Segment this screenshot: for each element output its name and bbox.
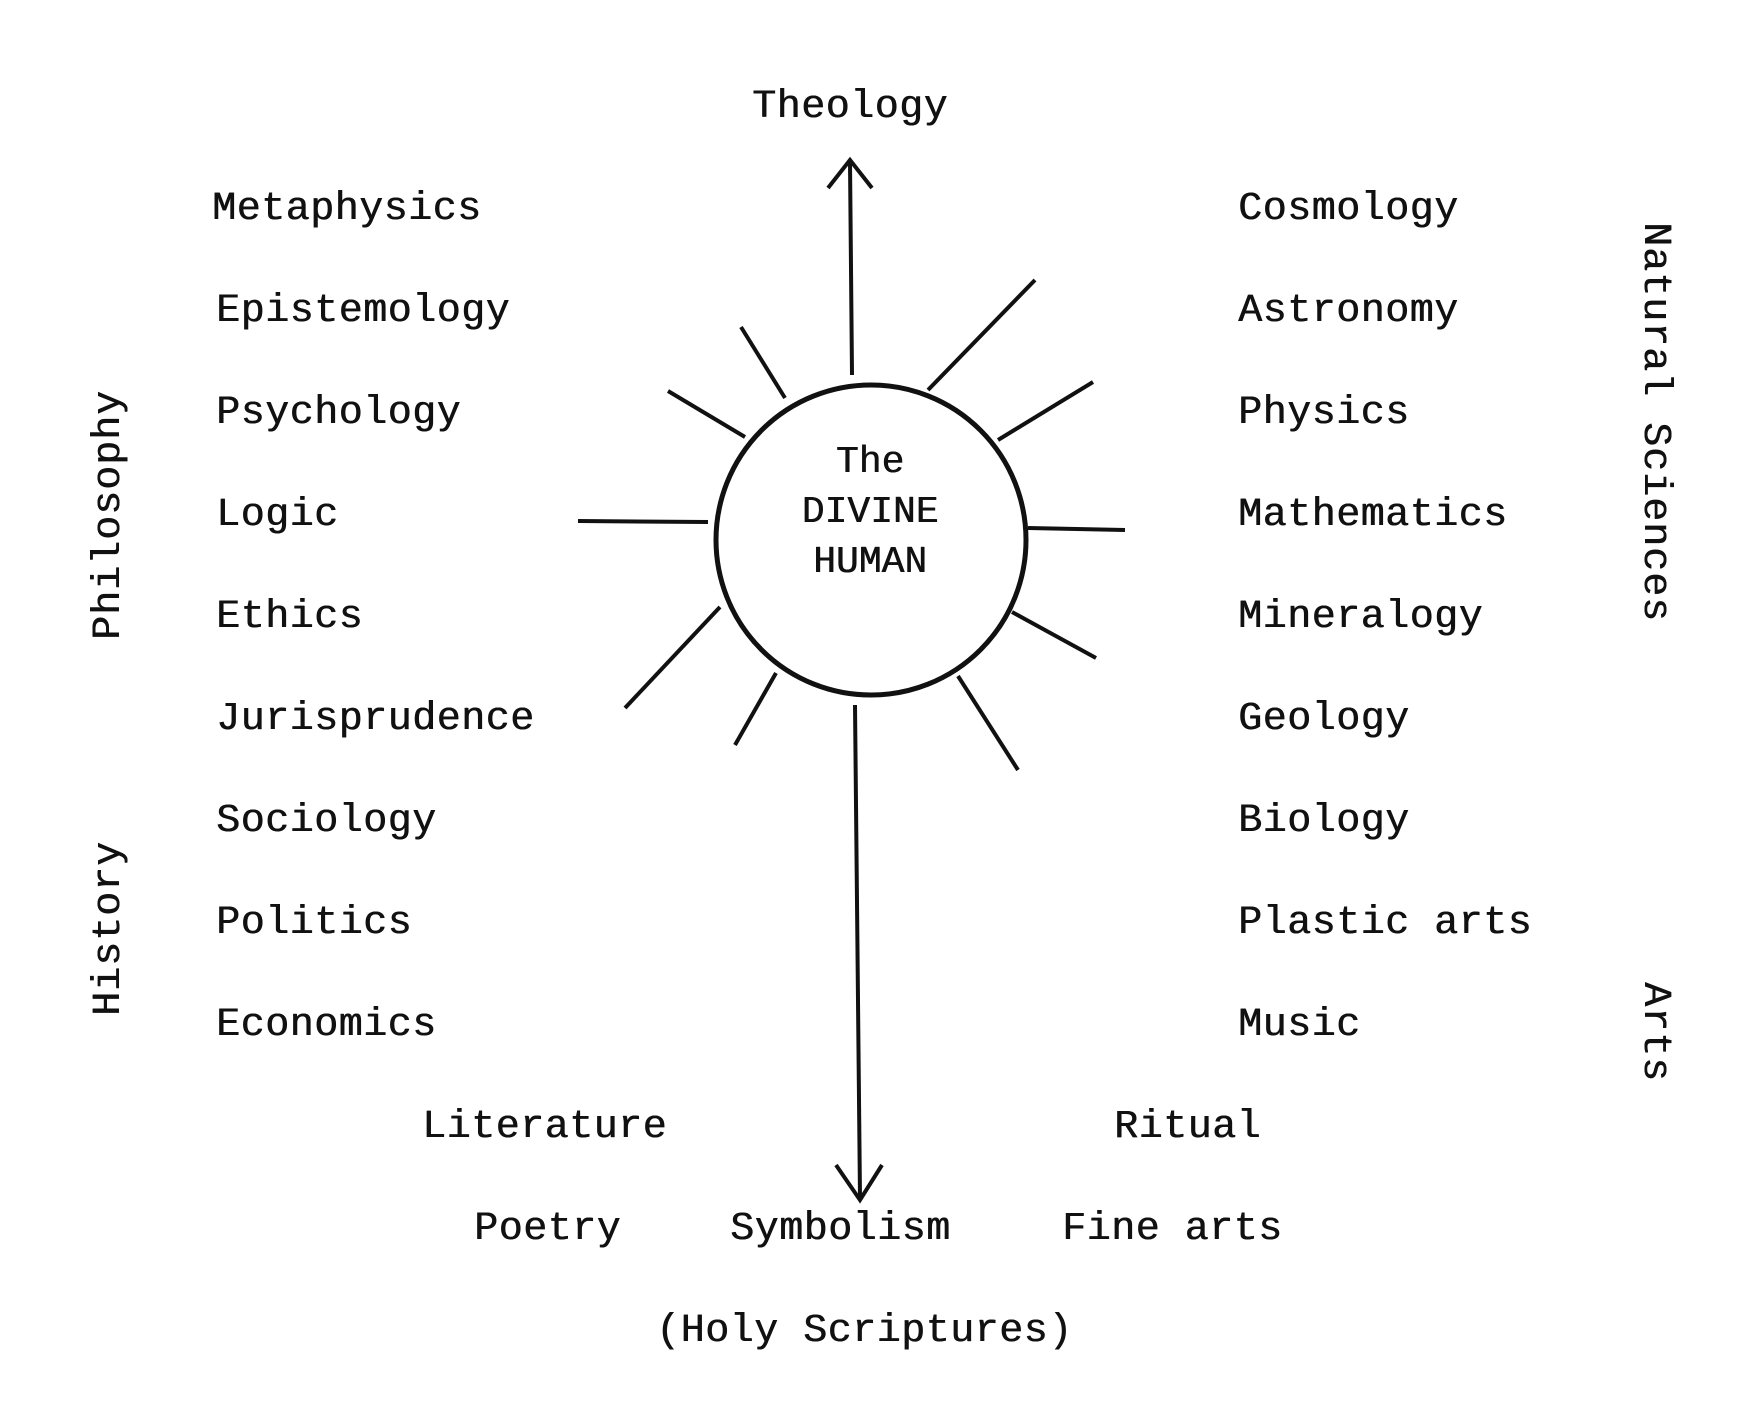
- label-symbolism: Symbolism: [730, 1207, 951, 1252]
- center-line-2: DIVINE: [801, 491, 939, 534]
- label-ethics: Ethics: [216, 595, 364, 640]
- label-ritual: Ritual: [1114, 1105, 1262, 1150]
- ray: [666, 389, 747, 439]
- ray: [1027, 526, 1126, 532]
- ray: [733, 672, 778, 746]
- ray: [739, 325, 787, 400]
- label-music: Music: [1238, 1003, 1361, 1048]
- ray: [926, 278, 1037, 392]
- down-arrow-shaft: [853, 704, 862, 1199]
- label-holy-scriptures: (Holy Scriptures): [656, 1309, 1073, 1354]
- center-line-3: HUMAN: [812, 541, 928, 584]
- up-arrow-head: [826, 156, 874, 190]
- label-plastic-arts: Plastic arts: [1238, 901, 1533, 946]
- label-history: History: [87, 840, 132, 1016]
- ray: [577, 519, 709, 524]
- label-sociology: Sociology: [216, 799, 437, 844]
- ray: [996, 380, 1095, 442]
- down-arrow-head: [834, 1163, 884, 1204]
- label-economics: Economics: [216, 1003, 437, 1048]
- label-metaphysics: Metaphysics: [212, 187, 482, 232]
- radiating-rays: [577, 278, 1126, 772]
- label-geology: Geology: [1238, 697, 1410, 742]
- label-physics: Physics: [1238, 391, 1410, 436]
- label-mathematics: Mathematics: [1238, 493, 1508, 538]
- ray: [956, 674, 1020, 772]
- ray: [623, 605, 722, 710]
- center-circle: [713, 382, 1029, 698]
- label-arts: Arts: [1632, 982, 1677, 1083]
- label-logic: Logic: [216, 493, 339, 538]
- label-natural-sciences: Natural Sciences: [1632, 222, 1677, 623]
- label-jurisprudence: Jurisprudence: [216, 697, 535, 742]
- ray: [1011, 610, 1097, 660]
- label-fine-arts: Fine arts: [1062, 1207, 1283, 1252]
- up-arrow-shaft: [848, 161, 854, 376]
- label-astronomy: Astronomy: [1238, 289, 1459, 334]
- label-theology: Theology: [752, 85, 949, 130]
- label-psychology: Psychology: [216, 391, 462, 436]
- label-philosophy: Philosophy: [87, 389, 132, 640]
- label-epistemology: Epistemology: [216, 289, 511, 334]
- label-cosmology: Cosmology: [1238, 187, 1459, 232]
- label-poetry: Poetry: [474, 1207, 622, 1252]
- label-biology: Biology: [1238, 799, 1410, 844]
- label-politics: Politics: [216, 901, 413, 946]
- label-mineralogy: Mineralogy: [1238, 595, 1484, 640]
- label-literature: Literature: [422, 1105, 668, 1150]
- center-label: The DIVINE HUMAN: [785, 438, 955, 588]
- center-line-1: The: [835, 441, 905, 484]
